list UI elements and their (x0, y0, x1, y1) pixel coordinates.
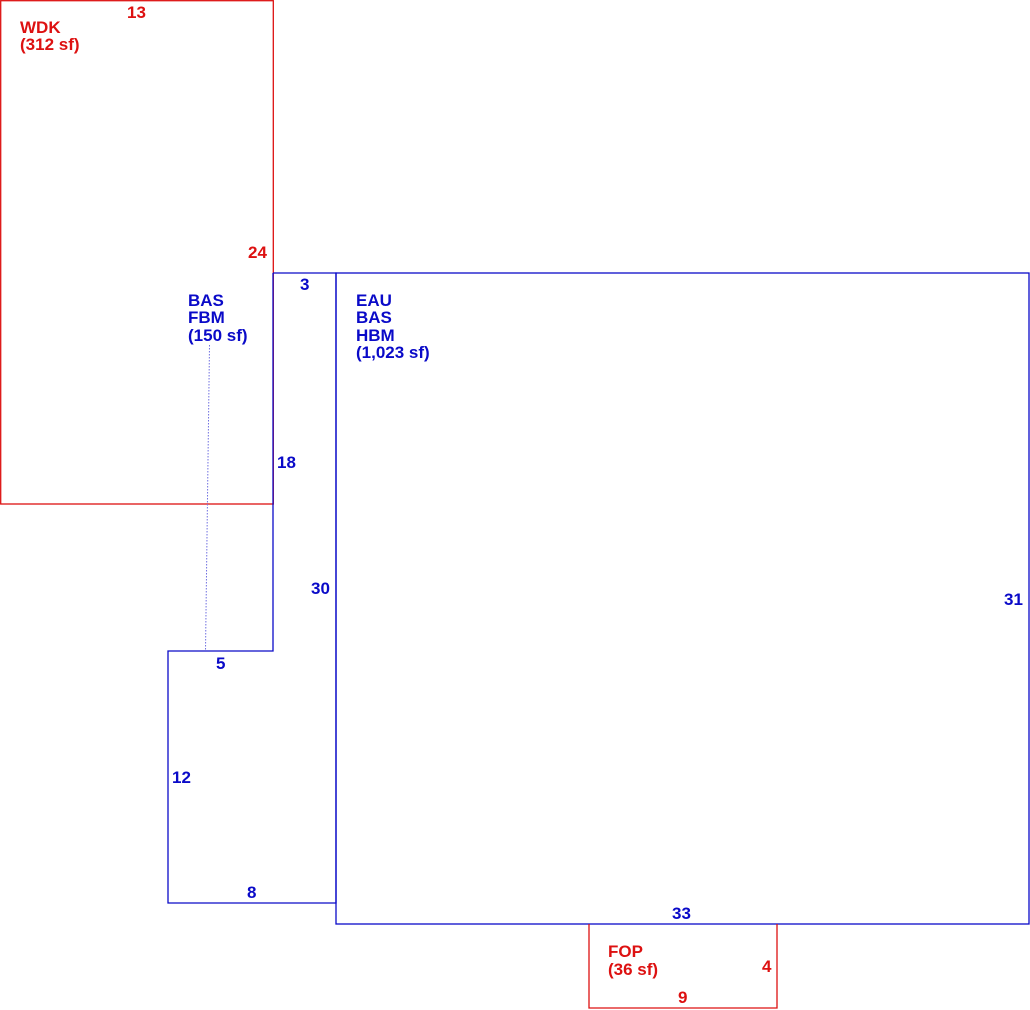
wdk-width-dimension: 13 (127, 3, 146, 22)
fop-area-label: (36 sf) (608, 960, 658, 979)
main-area-label: (1,023 sf) (356, 343, 430, 362)
main-code3-label: HBM (356, 326, 395, 345)
fop-right-dimension: 4 (762, 957, 772, 976)
main-code1-label: EAU (356, 291, 392, 310)
bas-fbm-code2-label: FBM (188, 308, 225, 327)
wdk-code-label: WDK (20, 18, 61, 37)
fop-outline (588, 924, 778, 1009)
eau-bas-hbm-outline (335, 272, 1030, 925)
bas-inner-right-dimension: 30 (311, 579, 330, 598)
wdk-outline (0, 0, 274, 505)
bas-top-dimension: 3 (300, 275, 309, 294)
bas-fbm-divider (205, 344, 210, 652)
bas-fbm-area-label: (150 sf) (188, 326, 248, 345)
bas-fbm-code1-label: BAS (188, 291, 224, 310)
bas-notch-dimension: 5 (216, 654, 225, 673)
main-right-dimension: 31 (1004, 590, 1023, 609)
fop-code-label: FOP (608, 942, 643, 961)
bas-left-dimension: 12 (172, 768, 191, 787)
fop-bottom-dimension: 9 (678, 988, 687, 1007)
wdk-area-label: (312 sf) (20, 35, 80, 54)
bas-right-dimension: 18 (277, 453, 296, 472)
bas-bottom-dimension: 8 (247, 883, 256, 902)
wdk-height-dimension: 24 (248, 243, 267, 262)
main-bottom-dimension: 33 (672, 904, 691, 923)
main-code2-label: BAS (356, 308, 392, 327)
